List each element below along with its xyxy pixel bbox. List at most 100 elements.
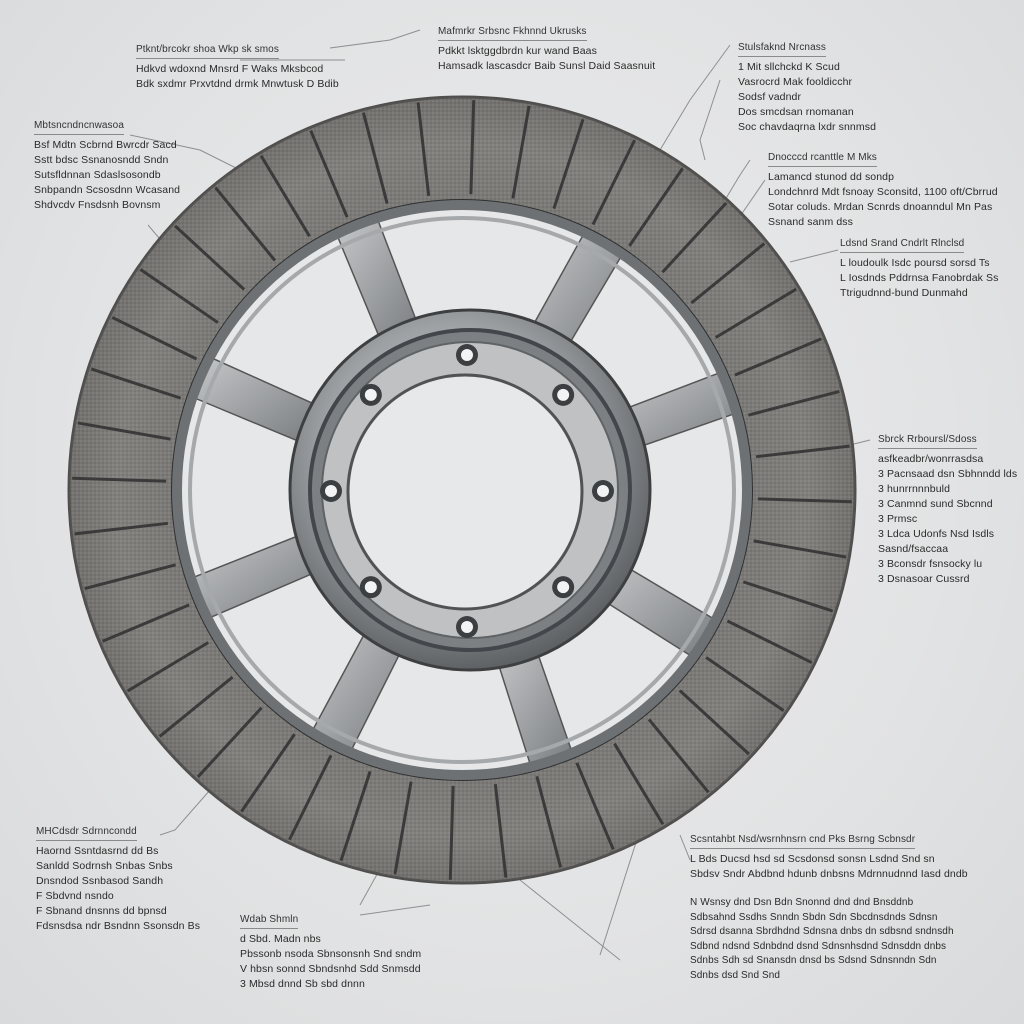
hub-bolt: [456, 344, 478, 366]
callout-line: 3 Bconsdr fsnsocky lu: [878, 558, 983, 570]
callout-line: Snbpandn Scsosdnn Wcasand: [34, 184, 181, 196]
ring-slot: [196, 706, 263, 778]
callout-line: Pdkkt lsktggdbrdn kur wand Baas: [438, 45, 597, 57]
callout-bottom-left: MHCdsdr Sdrnncondd Haornd Ssntdasrnd dd …: [36, 824, 200, 934]
ring-slot: [748, 389, 840, 417]
ring-slot: [393, 781, 413, 875]
ring-slot: [90, 367, 182, 400]
callout-mid-right-a: Dnocccd rcanttle M Mks Lamancd stunod dd…: [768, 150, 998, 230]
ring-slot: [101, 603, 190, 643]
callout-line: 3 Prmsc: [878, 513, 918, 525]
hub-bolts: [320, 344, 614, 638]
ring-slot: [240, 733, 296, 813]
callout-heading: Sbrck Rrboursl/Sdoss: [878, 432, 977, 449]
ring-slot: [742, 580, 834, 613]
callout-line: 3 Canmnd sund Sbcnnd: [878, 498, 993, 510]
callout-line: Sutsfldnnan Sdaslsosondb: [34, 169, 161, 181]
callout-line: L Iosdnds Pddrnsa Fanobrdak Ss: [840, 272, 999, 284]
ring-slot: [74, 521, 169, 536]
ring-slot: [535, 776, 563, 868]
ring-slot: [647, 718, 710, 794]
ring-slot: [757, 497, 852, 504]
hub-bolt: [359, 576, 382, 599]
callout-line: Sdbnd ndsnd Sdnbdnd dsnd Sdnsnhsdnd Sdns…: [690, 940, 947, 952]
center-bore: [346, 373, 584, 611]
carrier-ring: [172, 200, 752, 780]
ring-slot: [416, 102, 431, 197]
ring-slot: [678, 689, 750, 756]
ring-slot: [111, 316, 198, 361]
callout-right-list: Sbrck Rrboursl/Sdoss asfkeadbr/wonrrasds…: [878, 432, 1017, 587]
ring-slot: [361, 112, 389, 204]
ring-slot: [214, 186, 277, 262]
callout-line: Ssnand sanm dss: [768, 216, 853, 228]
hub-bolt: [592, 480, 614, 502]
callout-line: 3 hunrrnnnbuld: [878, 483, 951, 495]
callout-line: Bsf Mdtn Scbrnd Bwrcdr Sacd: [34, 139, 177, 151]
callout-line: Sodsf vadndr: [738, 91, 802, 103]
callout-heading: Wdab Shmln: [240, 912, 299, 929]
callout-line: 1 Mit sllchckd K Scud: [738, 61, 840, 73]
callout-line: Hdkvd wdoxnd Mnsrd F Waks Mksbcod: [136, 63, 324, 75]
ring-slot: [126, 641, 210, 693]
ring-slot: [591, 139, 636, 226]
callout-line: Sbdsv Sndr Abdbnd hdunb dnbsns Mdrnnudnn…: [690, 868, 968, 880]
callout-line: F Sbnand dnsnns dd bpnsd: [36, 905, 167, 917]
ring-slot: [726, 619, 813, 664]
callout-heading: MHCdsdr Sdrnncondd: [36, 824, 137, 841]
ring-slot: [77, 421, 171, 441]
ring-slot: [259, 154, 311, 238]
hub-bolt: [552, 383, 575, 406]
ring-slot: [339, 770, 372, 862]
callout-line: Sasnd/fsaccaa: [878, 543, 949, 555]
callout-line: Hamsadk lascasdcr Baib Sunsl Daid Saasnu…: [438, 60, 656, 72]
hub-bolt: [320, 480, 342, 502]
callout-top-center: Mafmrkr Srbsnc Fkhnnd Ukrusks Pdkkt lskt…: [438, 24, 655, 74]
ring-slot: [753, 539, 847, 559]
callout-heading: Dnocccd rcanttle M Mks: [768, 150, 877, 167]
ring-slot: [469, 100, 476, 195]
callout-line: 3 Ldca Udonfs Nsd Isdls: [878, 528, 995, 540]
ring-slot: [552, 118, 585, 210]
callout-heading: Ptknt/brcokr shoa Wkp sk smos: [136, 42, 279, 59]
ring-slot: [690, 242, 766, 305]
callout-heading: Mafmrkr Srbsnc Fkhnnd Ukrusks: [438, 24, 587, 41]
ring-slot: [158, 675, 234, 738]
ring-slot: [139, 268, 219, 324]
callout-line: L Bds Ducsd hsd sd Scsdonsd sonsn Lsdnd …: [690, 853, 935, 865]
ring-slot: [84, 563, 176, 591]
callout-line: Sdrsd dsanna Sbrdhdnd Sdnsna dnbs dn sdb…: [690, 926, 954, 937]
ring-slot: [661, 202, 728, 274]
callout-line: d Sbd. Madn nbs: [240, 933, 321, 945]
callout-line: Sdbsahnd Ssdhs Snndn Sbdn Sdn Sbcdnsdnds…: [690, 911, 938, 923]
ring-slot: [714, 287, 798, 339]
callout-line: Shdvcdv Fnsdsnh Bovnsm: [34, 199, 161, 211]
callout-line: Sanldd Sodrnsh Snbas Snbs: [36, 860, 173, 872]
callout-line: L loudoulk Isdc poursd sorsd Ts: [840, 257, 990, 269]
callout-line: N Wsnsy dnd Dsn Bdn Snonnd dnd dnd Bnsdd…: [690, 897, 914, 908]
callout-heading: Ldsnd Srand Cndrlt Rlnclsd: [840, 236, 965, 253]
callout-line: Bdk sxdmr Prxvtdnd drmk Mnwtusk D Bdib: [136, 78, 339, 90]
ring-slot: [705, 656, 785, 712]
ring-slot: [613, 742, 665, 826]
hub-spokes: [190, 216, 738, 768]
ring-slot: [628, 167, 684, 247]
ring-slot: [174, 224, 246, 291]
callout-line: asfkeadbr/wonrrasdsa: [878, 453, 984, 465]
callout-line: 3 Pacnsaad dsn Sbhnndd lds: [878, 468, 1018, 480]
ring-slot: [72, 476, 167, 483]
callout-line: Sdnbs Sdh sd Snansdn dnsd bs Sdsnd Sdnsn…: [690, 955, 937, 966]
callout-heading: Mbtsncndncnwasoa: [34, 118, 124, 135]
brake-rotor: [67, 95, 857, 885]
ring-slot: [511, 105, 531, 199]
callout-line: Soc chavdaqrna lxdr snnmsd: [738, 121, 877, 133]
callout-line: Vasrocrd Mak fooldicchr: [738, 76, 853, 88]
callout-left-upper: Mbtsncndncnwasoa Bsf Mdtn Scbrnd Bwrcdr …: [34, 118, 180, 213]
callout-line: Sotar coluds. Mrdan Scnrds dnoanndul Mn …: [768, 201, 993, 213]
callout-line: 3 Dsnasoar Cussrd: [878, 573, 970, 585]
callout-line: F Sbdvnd nsndo: [36, 890, 114, 902]
callout-line: Sdnbs dsd Snd Snd: [690, 969, 781, 981]
callout-line: Lamancd stunod dd sondp: [768, 171, 895, 183]
